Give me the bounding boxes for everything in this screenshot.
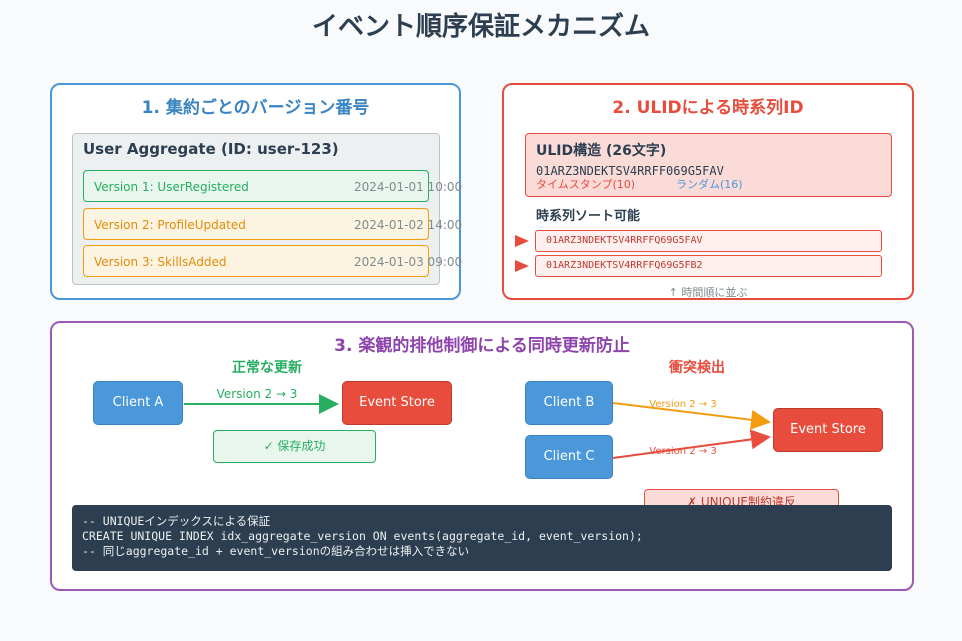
- sort-note: ↑ 時間順に並ぶ: [668, 286, 748, 299]
- client-b-arrow: [612, 402, 771, 430]
- version-timestamp: 2024-01-01 10:00: [354, 180, 463, 194]
- event-store-node: Event Store: [773, 408, 883, 452]
- sort-title: 時系列ソート可能: [536, 209, 641, 224]
- timestamp-part-label: タイムスタンプ(10): [536, 178, 636, 191]
- event-store-node: Event Store: [342, 381, 452, 425]
- version-label: Version 2: ProfileUpdated: [94, 218, 246, 232]
- panel-title: 1. 集約ごとのバージョン番号: [141, 98, 370, 118]
- client-b-arrow-label: Version 2 → 3: [649, 399, 716, 410]
- version-timestamp: 2024-01-02 14:00: [354, 218, 463, 232]
- random-part-label: ランダム(16): [676, 178, 743, 191]
- code-line: -- 同じaggregate_id + event_versionの組み合わせは…: [82, 544, 470, 558]
- aggregate-box: User Aggregate (ID: user-123) Version 1:…: [72, 133, 462, 285]
- panel-title: 2. ULIDによる時系列ID: [612, 98, 804, 118]
- code-line: -- UNIQUEインデックスによる保証: [82, 514, 271, 528]
- ulid-structure-box: ULID構造 (26文字) 01ARZ3NDEKTSV4RRFF069G5FAV…: [525, 133, 892, 197]
- client-c-arrow: [612, 429, 771, 459]
- code-line: CREATE UNIQUE INDEX idx_aggregate_versio…: [82, 529, 643, 543]
- client-c-node: Client C: [525, 435, 613, 479]
- arrow-right-icon: [515, 260, 529, 272]
- flow-arrows: Version 2 → 3 Version 2 → 3 Version 2 → …: [184, 387, 771, 459]
- client-a-node: Client A: [93, 381, 183, 425]
- conflict-label: 衝突検出: [669, 360, 725, 376]
- page-title: イベント順序保証メカニズム: [311, 12, 650, 42]
- aggregate-title: User Aggregate (ID: user-123): [83, 140, 339, 158]
- version-label: Version 3: SkillsAdded: [94, 255, 227, 269]
- version-number-panel: 1. 集約ごとのバージョン番号 User Aggregate (ID: user…: [50, 83, 462, 300]
- optimistic-locking-panel: 3. 楽観的排他制御による同時更新防止 正常な更新 衝突検出 Version 2…: [50, 321, 914, 591]
- save-success-box: ✓ 保存成功: [213, 430, 376, 463]
- sql-code-block: -- UNIQUEインデックスによる保証 CREATE UNIQUE INDEX…: [72, 505, 892, 571]
- client-c-arrow-label: Version 2 → 3: [649, 446, 716, 457]
- version-item: Version 3: SkillsAdded 2024-01-03 09:00: [83, 245, 462, 277]
- normal-arrow-label: Version 2 → 3: [217, 387, 298, 401]
- version-label: Version 1: UserRegistered: [94, 180, 249, 194]
- ulid-structure-title: ULID構造 (26文字): [536, 143, 667, 159]
- panel-title: 3. 楽観的排他制御による同時更新防止: [334, 336, 630, 356]
- arrow-right-icon: [515, 235, 529, 247]
- version-item: Version 2: ProfileUpdated 2024-01-02 14:…: [83, 208, 462, 240]
- sorted-ulid-item: 01ARZ3NDEKTSV4RRFFQ69G5FB2: [535, 255, 882, 277]
- ulid-panel: 2. ULIDによる時系列ID ULID構造 (26文字) 01ARZ3NDEK…: [502, 83, 914, 300]
- ulid-example: 01ARZ3NDEKTSV4RRFF069G5FAV: [536, 164, 724, 178]
- normal-update-label: 正常な更新: [232, 360, 302, 376]
- version-timestamp: 2024-01-03 09:00: [354, 255, 463, 269]
- version-item: Version 1: UserRegistered 2024-01-01 10:…: [83, 170, 462, 202]
- client-b-node: Client B: [525, 381, 613, 425]
- sorted-ulid-item: 01ARZ3NDEKTSV4RRFFQ69G5FAV: [535, 230, 882, 252]
